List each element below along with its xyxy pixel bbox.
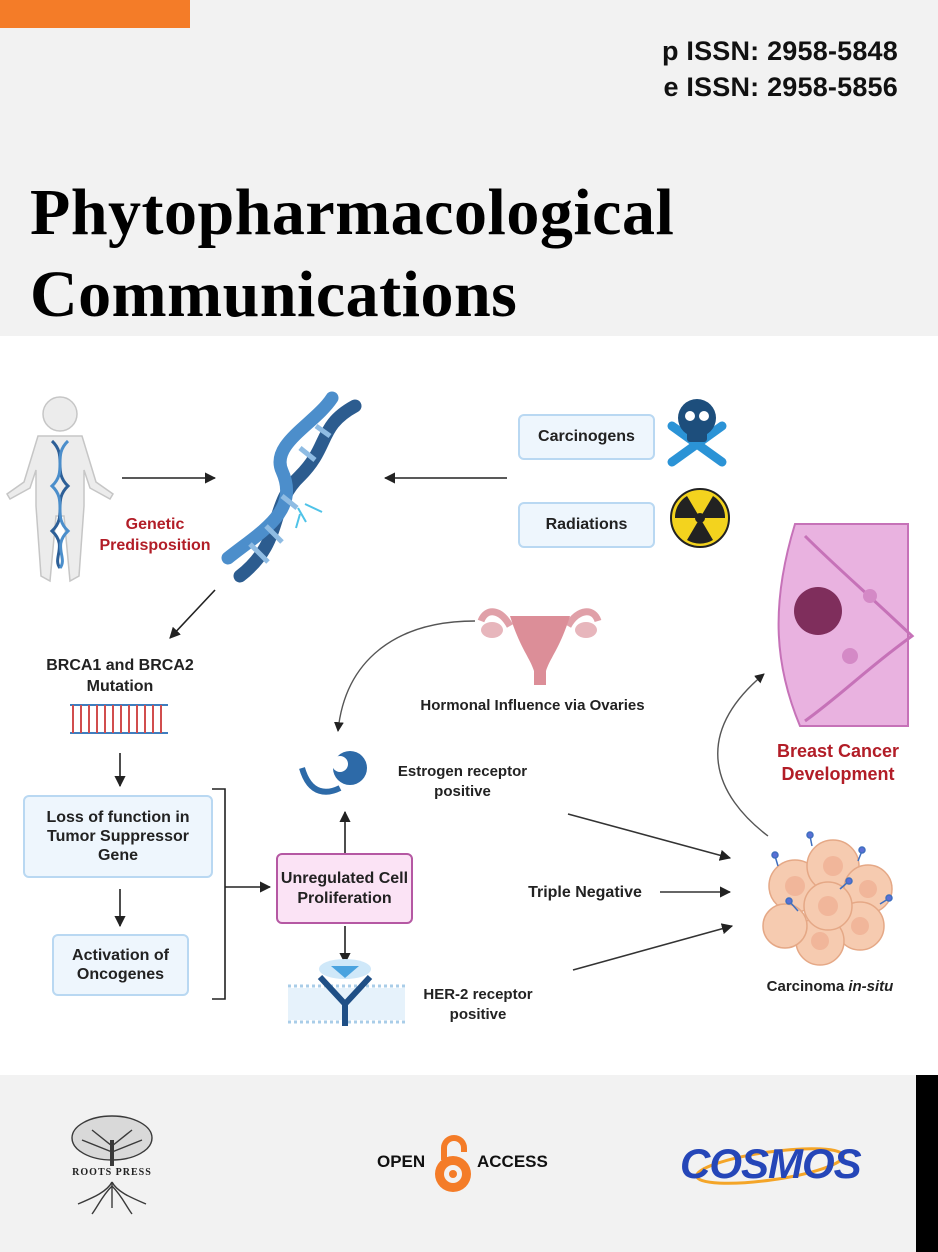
triple-negative-label: Triple Negative	[528, 884, 642, 901]
hormonal-influence-label: Hormonal Influence via Ovaries	[420, 697, 645, 714]
carcinoma-text: Carcinoma	[766, 978, 845, 995]
journal-title-line1: Phytopharmacological	[30, 176, 675, 249]
genetic-predisposition-label: Genetic Predisposition	[99, 516, 211, 554]
cover-header	[0, 0, 938, 336]
roots-press-logo-icon	[71, 1115, 153, 1215]
unregulated-cell-proliferation-box: Unregulated Cell Proliferation	[276, 853, 413, 924]
loss-of-function-box: Loss of function in Tumor Suppressor Gen…	[23, 795, 213, 878]
her2-receptor-label: HER-2 receptor positive	[423, 986, 533, 1023]
activation-of-oncogenes-box: Activation of Oncogenes	[52, 934, 189, 996]
open-label: OPEN	[377, 1152, 426, 1171]
roots-press-label: ROOTS PRESS	[72, 1167, 152, 1178]
diagram-graphics	[5, 391, 915, 1026]
open-access-lock-icon	[435, 1135, 471, 1192]
dna-helix-icon	[221, 391, 362, 583]
cover-footer	[0, 1075, 938, 1252]
cosmos-label: COSMOS	[680, 1140, 862, 1187]
print-issn: p ISSN: 2958-5848	[661, 36, 898, 66]
ovaries-icon	[477, 608, 602, 685]
spine-bar	[916, 1075, 938, 1252]
carcinoma-in-situ-label: Carcinoma in-situ	[740, 977, 920, 997]
brca-mutation-label: BRCA1 and BRCA2 Mutation	[46, 657, 194, 695]
estrogen-receptor-label: Estrogen receptor positive	[397, 763, 528, 800]
cosmos-logo-icon	[695, 1147, 845, 1185]
breast-cancer-development-label: Breast Cancer Development	[776, 741, 900, 785]
skull-crossbones-icon	[667, 399, 727, 467]
access-label: ACCESS	[477, 1152, 548, 1171]
electronic-issn: e ISSN: 2958-5856	[663, 72, 898, 102]
gene-mutation-icon	[70, 704, 168, 734]
carcinogens-box: Carcinogens	[518, 414, 655, 460]
accent-bar	[0, 0, 190, 28]
in-situ-text: in-situ	[848, 978, 894, 995]
journal-title-line2: Communications	[30, 258, 518, 331]
breast-tissue-icon	[777, 523, 915, 727]
radiation-icon	[670, 488, 730, 548]
radiations-box: Radiations	[518, 502, 655, 548]
estrogen-receptor-icon	[299, 751, 367, 795]
her2-receptor-icon	[288, 959, 405, 1026]
